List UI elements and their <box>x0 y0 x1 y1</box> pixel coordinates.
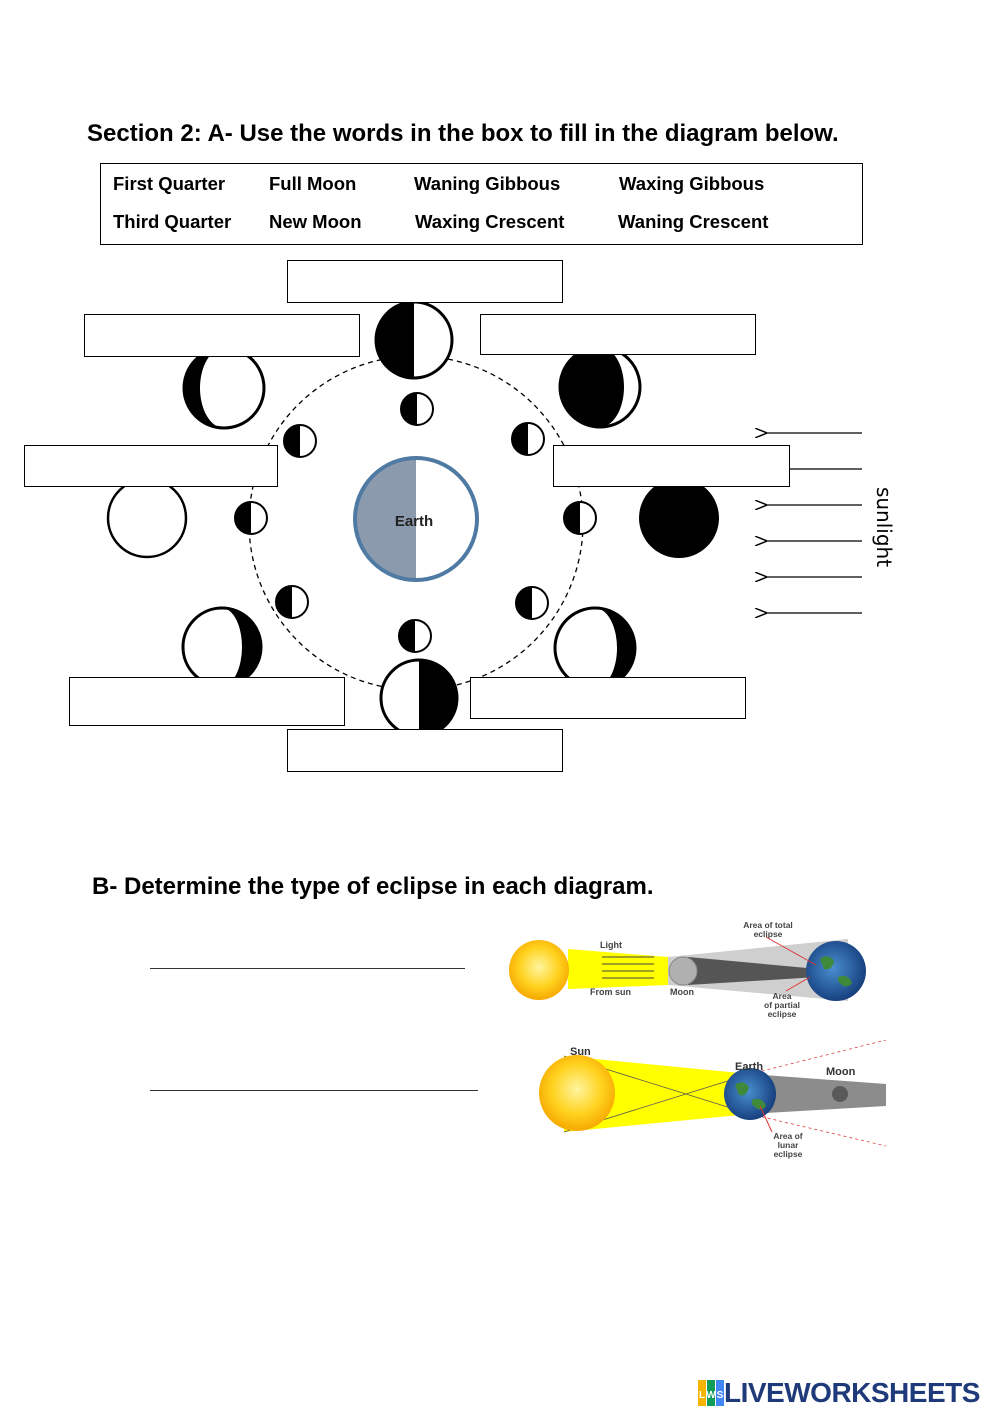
moon-icon <box>668 956 698 986</box>
svg-text:L: L <box>699 1390 705 1401</box>
lunar-earth-label: Earth <box>735 1061 763 1073</box>
solar-moon-label: Moon <box>670 987 694 997</box>
lunar-area-label-1: Area of <box>773 1131 802 1141</box>
word-bank-item: First Quarter <box>113 173 226 194</box>
moon-phase-diagram: Earth <box>106 300 896 738</box>
moon-phase-icon <box>182 346 266 430</box>
sun-icon <box>539 1055 615 1131</box>
earth-land <box>735 1082 766 1110</box>
solar-total-label-1: Area of total <box>743 920 793 930</box>
logo-text: LIVEWORKSHEETS <box>724 1377 980 1408</box>
earth-icon <box>724 1068 776 1120</box>
moon-phase-icon <box>379 658 459 738</box>
solar-partial-label-3: eclipse <box>768 1009 797 1019</box>
section-a-title: Section 2: A- Use the words in the box t… <box>87 120 839 147</box>
light-beam <box>568 949 668 989</box>
eclipse-answer-line[interactable] <box>150 1090 478 1091</box>
orbit-moon-icon <box>283 424 317 458</box>
word-bank-item: Full Moon <box>269 173 357 194</box>
liveworksheets-logo: L W S LIVEWORKSHEETS <box>698 1377 980 1408</box>
solar-partial-label-2: of partial <box>764 1000 800 1010</box>
solar-total-label-2: eclipse <box>754 929 783 939</box>
orbit-moon-icon <box>398 619 432 653</box>
moon-phase-icon <box>374 300 454 380</box>
earth-icon <box>806 941 866 1001</box>
word-bank-item: Third Quarter <box>113 211 232 232</box>
orbit-moon-icon <box>511 422 545 456</box>
section-b-title: B- Determine the type of eclipse in each… <box>92 873 654 900</box>
moon-phase-icon <box>181 606 263 688</box>
light-beam <box>564 1056 750 1132</box>
phase-answer-box[interactable] <box>84 314 360 357</box>
word-bank-item: Waning Gibbous <box>414 173 561 194</box>
phase-answer-box[interactable] <box>470 677 746 719</box>
sunlight-arrows <box>766 433 862 613</box>
svg-text:S: S <box>717 1390 724 1401</box>
logo-icon: L W S <box>698 1380 724 1406</box>
pointer-line <box>765 936 817 966</box>
word-bank-item: Waxing Gibbous <box>619 173 765 194</box>
lunar-moon-label: Moon <box>826 1066 856 1078</box>
orbit-moon-icon <box>515 586 549 620</box>
word-bank-item: Waning Crescent <box>618 211 769 232</box>
pointer-line <box>759 1105 773 1133</box>
solar-from-sun-label: From sun <box>590 987 631 997</box>
umbra <box>750 1074 886 1114</box>
pointer-line <box>785 976 811 992</box>
moon-phase-icon <box>106 477 188 559</box>
phase-answer-box[interactable] <box>69 677 345 726</box>
solar-light-label: Light <box>600 940 622 950</box>
lunar-area-label-2: lunar <box>778 1140 799 1150</box>
earth-icon: Earth <box>353 456 479 582</box>
word-bank-item: Waxing Crescent <box>415 211 565 232</box>
umbra <box>688 957 818 985</box>
phase-answer-box[interactable] <box>24 445 278 487</box>
orbit-moon-icon <box>275 585 309 619</box>
solar-eclipse-diagram: Light From sun Moon Area of total eclips… <box>509 920 866 1019</box>
phase-answer-box[interactable] <box>287 729 563 772</box>
moon-phase-icon <box>558 345 642 429</box>
orbit-moon-icon <box>400 392 434 426</box>
lunar-sun-label: Sun <box>570 1046 591 1058</box>
earth-label: Earth <box>395 513 433 530</box>
solar-partial-label-1: Area <box>773 991 792 1001</box>
phase-answer-box[interactable] <box>287 260 563 303</box>
sunlight-label: sunlight <box>872 487 896 567</box>
penumbra-line <box>749 1113 887 1147</box>
svg-text:W: W <box>706 1390 716 1401</box>
phase-answer-box[interactable] <box>480 314 756 355</box>
lunar-eclipse-diagram: Sun Earth Moon Area of lunar eclipse <box>539 1040 887 1159</box>
word-bank: First Quarter Full Moon Waning Gibbous W… <box>100 163 863 245</box>
penumbra-line <box>749 1040 887 1075</box>
eclipse-answer-line[interactable] <box>150 968 465 969</box>
lunar-area-label-3: eclipse <box>774 1149 803 1159</box>
earth-land <box>820 956 852 987</box>
word-bank-item: New Moon <box>269 211 362 232</box>
orbit-moon-icon <box>234 501 268 535</box>
phase-answer-box[interactable] <box>553 445 790 487</box>
moon-phase-icon <box>639 478 719 558</box>
orbit-moon-icon <box>563 501 597 535</box>
moon-phase-icon <box>553 606 637 690</box>
sun-icon <box>509 940 569 1000</box>
moon-icon <box>832 1086 848 1102</box>
